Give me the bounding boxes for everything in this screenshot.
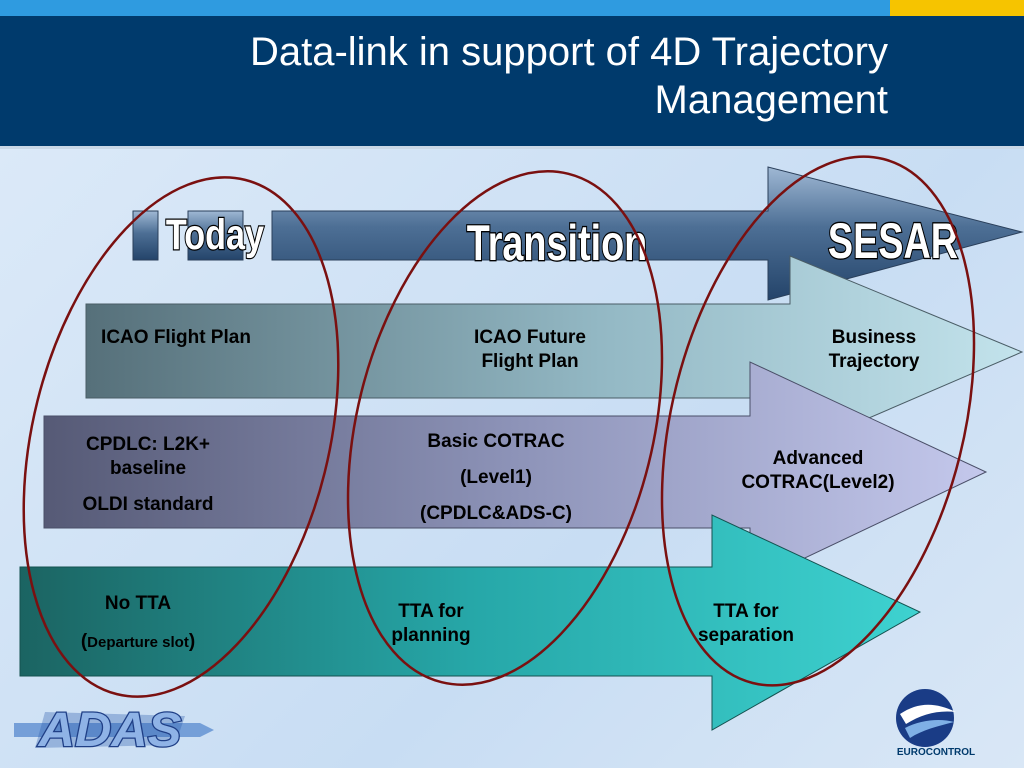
cpdlc-baseline: CPDLC: L2K+ baseline — [85, 434, 211, 479]
row2-sesar-text: Advanced COTRAC(Level2) — [718, 447, 918, 495]
tta-for-separation: TTA for separation — [697, 601, 795, 646]
basic-cotrac: Basic COTRAC — [427, 431, 565, 452]
eurocontrol-wordmark: EUROCONTROL — [896, 747, 976, 758]
row2-today-text: CPDLC: L2K+ baseline OLDI standard — [58, 433, 238, 517]
row3-today-text: No TTA (Departure slot) — [58, 592, 218, 655]
adas-wordmark: ADAS — [37, 703, 182, 757]
ellipse-today — [22, 176, 340, 698]
row1-transition-text: ICAO Future Flight Plan — [450, 326, 610, 374]
row3-transition-text: TTA for planning — [368, 600, 494, 648]
departure-slot: (Departure slot) — [80, 631, 196, 652]
slide-header — [0, 16, 1024, 148]
adas-logo: ADAS — [14, 702, 214, 758]
oldi-standard: OLDI standard — [82, 494, 214, 515]
cotrac-level1: (Level1) — [460, 467, 532, 488]
cotrac-cpdlc-adsc: (CPDLC&ADS-C) — [420, 503, 572, 524]
advanced-cotrac: Advanced COTRAC(Level2) — [741, 448, 895, 493]
top-accent-strip — [0, 0, 1024, 16]
header-divider — [0, 146, 1024, 149]
accent-yellow-bar — [890, 0, 1024, 16]
phase-highlight-ellipses — [22, 155, 976, 698]
phase-transition: Transition — [467, 216, 648, 271]
row1-today-text: ICAO Flight Plan — [96, 326, 256, 350]
icao-flight-plan: ICAO Flight Plan — [101, 327, 251, 348]
phase-labels: Today Transition SESAR — [165, 210, 959, 272]
slide-title: Data-link in support of 4D Trajectory Ma… — [128, 28, 888, 124]
row-arrow-tta — [19, 514, 922, 731]
row2-transition-text: Basic COTRAC (Level1) (CPDLC&ADS-C) — [396, 424, 596, 532]
title-line-2: Management — [654, 78, 888, 122]
phase-arrow — [132, 166, 1024, 301]
row3-sesar-text: TTA for separation — [680, 600, 812, 648]
row1-sesar-text: Business Trajectory — [808, 326, 940, 374]
title-line-1: Data-link in support of 4D Trajectory — [249, 30, 888, 74]
ellipse-sesar — [660, 155, 976, 687]
business-trajectory: Business Trajectory — [828, 327, 920, 372]
icao-future-flight-plan: ICAO Future Flight Plan — [474, 327, 586, 372]
phase-today: Today — [166, 212, 265, 259]
tta-for-planning: TTA for planning — [391, 601, 471, 646]
ellipse-transition — [346, 170, 664, 686]
eurocontrol-logo — [896, 689, 956, 747]
row-arrow-flight-plan — [85, 255, 1024, 453]
no-tta: No TTA — [104, 593, 172, 614]
row-arrow-cotrac — [43, 361, 988, 585]
accent-blue-bar — [0, 0, 890, 16]
phase-sesar: SESAR — [828, 214, 958, 269]
